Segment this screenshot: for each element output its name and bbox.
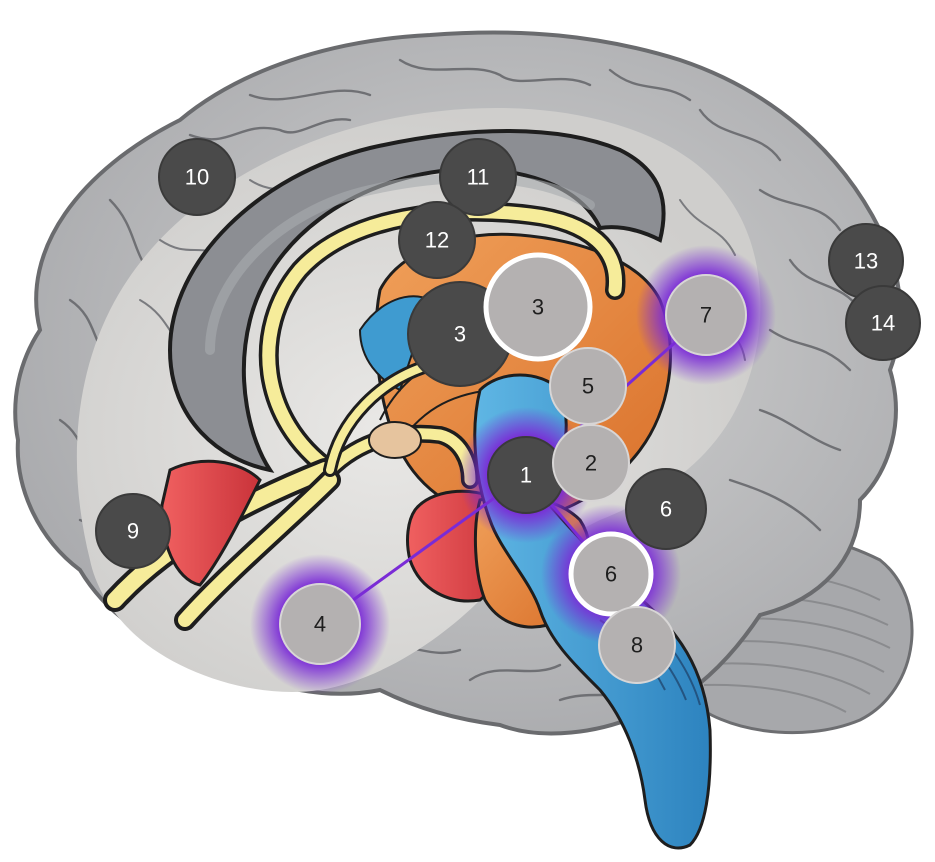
marker-label-m10: 10 [185,165,209,190]
marker-label-m14: 14 [871,311,895,336]
marker-m7: 7 [665,274,747,356]
marker-label-m5: 5 [582,374,594,399]
marker-m5: 5 [549,347,627,425]
marker-label-m12: 12 [425,228,449,253]
marker-m13: 13 [828,223,904,299]
marker-m2: 2 [552,424,630,502]
marker-label-m6b: 6 [605,562,617,587]
marker-circle-m3b [483,252,593,362]
marker-m11: 11 [439,138,517,216]
marker-label-m3a: 3 [454,322,466,347]
marker-m1: 1 [487,436,565,514]
marker-circle-m4 [279,583,361,665]
marker-m3b: 3 [483,252,593,362]
marker-circle-m7 [665,274,747,356]
marker-circle-m14 [845,285,921,361]
marker-circle-m2 [552,424,630,502]
marker-m9: 9 [95,493,171,569]
marker-circle-m8 [598,606,676,684]
marker-circle-m6a [625,468,707,550]
marker-circle-m10 [158,138,236,216]
marker-label-m1: 1 [520,463,532,488]
marker-m6b: 6 [568,531,654,617]
marker-circle-m11 [439,138,517,216]
marker-m14: 14 [845,285,921,361]
marker-label-m13: 13 [854,249,878,274]
marker-label-m2: 2 [585,451,597,476]
marker-label-m4: 4 [314,612,326,637]
marker-label-m7: 7 [700,303,712,328]
marker-label-m8: 8 [631,633,643,658]
marker-label-m6a: 6 [660,497,672,522]
marker-label-m11: 11 [467,165,490,190]
marker-label-m3b: 3 [532,295,544,320]
marker-circle-m5 [549,347,627,425]
marker-circle-m9 [95,493,171,569]
mammillary-region [368,421,422,459]
corpus-callosum [167,129,666,473]
marker-m4: 4 [279,583,361,665]
marker-label-m9: 9 [127,519,139,544]
marker-circle-m6b [568,531,654,617]
marker-m10: 10 [158,138,236,216]
marker-m12: 12 [398,201,476,279]
marker-m8: 8 [598,606,676,684]
marker-circle-m12 [398,201,476,279]
marker-m6a: 6 [625,468,707,550]
